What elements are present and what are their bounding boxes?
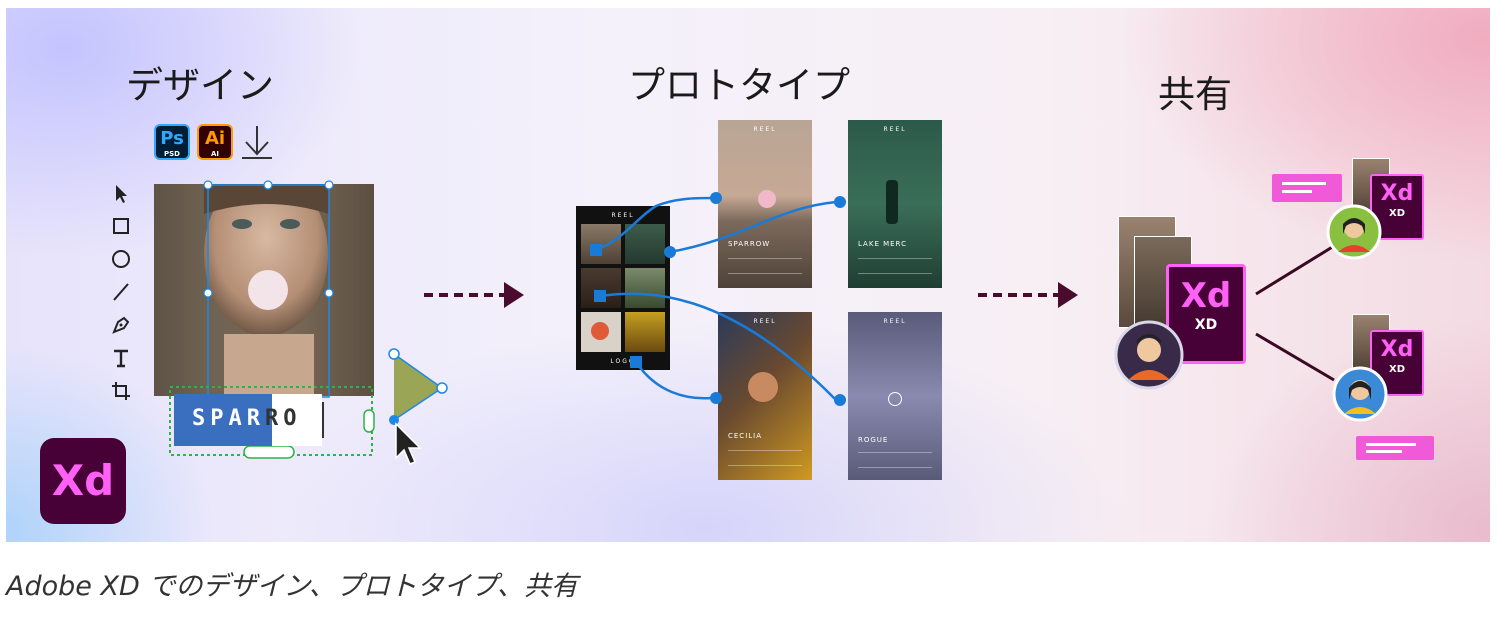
sparrow-selected-text: SPAR xyxy=(192,406,265,431)
stage-title-share: 共有 xyxy=(1158,73,1232,116)
prototype-screen-sparrow[interactable]: REEL SPARROW xyxy=(718,120,812,288)
selection-bounding-box[interactable] xyxy=(198,176,338,406)
design-photo xyxy=(154,184,374,396)
cursor-arrow-icon xyxy=(395,422,422,465)
pen-icon[interactable] xyxy=(110,314,132,336)
share-xd-document-icon-top: Xd XD xyxy=(1370,174,1424,240)
share-lines xyxy=(1255,244,1335,382)
photoshop-icon: Ps PSD xyxy=(154,124,190,160)
reviewer-avatar-blue xyxy=(1332,366,1388,422)
sparrow-text-field[interactable]: SPARRO xyxy=(174,394,324,446)
text-icon[interactable] xyxy=(110,347,132,369)
chevron-right-icon xyxy=(710,192,722,204)
triangle-shape[interactable] xyxy=(382,344,454,472)
comment-bubble-icon xyxy=(1356,436,1434,460)
prototype-screen-lake-merc[interactable]: REEL LAKE MERC xyxy=(848,120,942,288)
sparrow-unselected-text: RO xyxy=(264,406,302,431)
chevron-right-icon xyxy=(834,196,846,208)
flow-arrow-1 xyxy=(424,282,524,308)
rectangle-icon[interactable] xyxy=(110,215,132,237)
comment-bubble-icon xyxy=(1272,174,1342,202)
illustrator-icon: Ai AI xyxy=(197,124,233,160)
flow-arrow-2 xyxy=(978,282,1078,308)
line-icon[interactable] xyxy=(110,281,132,303)
share-xd-document-icon: Xd XD xyxy=(1166,264,1246,364)
stage-title-design: デザイン xyxy=(126,64,274,107)
chevron-right-icon xyxy=(710,392,722,404)
adobe-xd-logo: Xd xyxy=(40,438,126,524)
text-caret xyxy=(322,402,324,438)
prototype-wires xyxy=(590,192,846,406)
prototype-screen-rogue[interactable]: REEL ROGUE xyxy=(848,312,942,480)
text-selection-dashed xyxy=(169,386,375,459)
figure-caption: Adobe XD でのデザイン、プロトタイプ、共有 xyxy=(6,571,578,602)
owner-avatar xyxy=(1114,320,1184,390)
import-download-icon xyxy=(242,126,272,159)
reviewer-avatar-green xyxy=(1326,204,1382,260)
workflow-banner: デザイン プロトタイプ 共有 Ps PSD Ai AI xyxy=(6,8,1490,542)
stage-title-prototype: プロトタイプ xyxy=(628,64,850,107)
ellipse-icon[interactable] xyxy=(110,248,132,270)
artboard-icon[interactable] xyxy=(110,380,132,402)
bubble-shape xyxy=(248,270,288,310)
select-arrow-icon[interactable] xyxy=(110,182,132,204)
chevron-right-icon xyxy=(834,394,846,406)
